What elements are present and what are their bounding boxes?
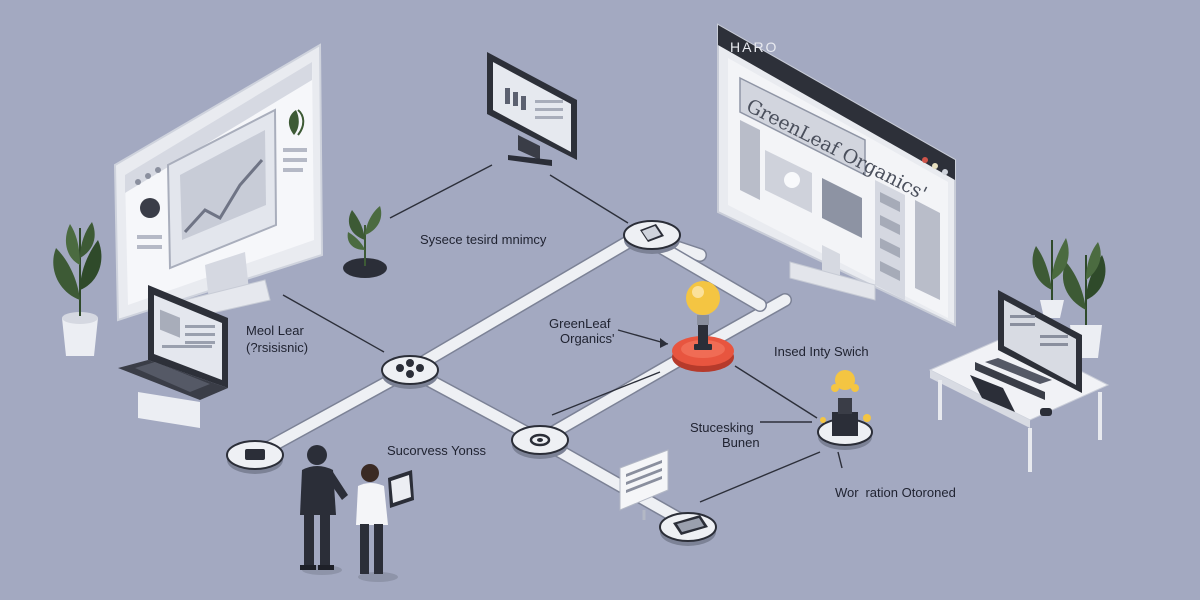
label-right-top: Insed Inty Swich [774, 344, 869, 359]
network-node-hub [381, 355, 439, 389]
globe-icon [140, 198, 160, 218]
label-mid-right-bottom: Bunen [722, 435, 760, 450]
target-icon [529, 433, 551, 447]
diagram-labels: Sysece tesird mnimcy Meol Lear (?rsisisn… [246, 232, 956, 500]
label-center-top: GreenLeaf [549, 316, 611, 331]
plant-icon-left [53, 222, 102, 356]
laptop-left [118, 285, 228, 428]
label-mid-right-top: Stucesking [690, 420, 754, 435]
line-chart-icon [183, 159, 264, 234]
document-card [619, 449, 669, 520]
person-icon-man [300, 445, 348, 575]
window-dots-icon [135, 167, 161, 185]
network-node-bottom [511, 425, 569, 459]
lightbulb-node [672, 281, 734, 372]
desktop-monitor-top [487, 52, 577, 166]
trophy-icon [820, 370, 871, 436]
window-title: HARO [730, 39, 778, 55]
leaf-icon [288, 109, 305, 136]
mouse-icon [1040, 408, 1052, 416]
keyboard-icon [985, 358, 1052, 384]
lightbulb-icon [686, 281, 720, 350]
label-left-top: Meol Lear [246, 323, 304, 338]
document-icon [640, 224, 664, 242]
desktop-monitor-right: HARO GreenLeaf Organics' [717, 23, 956, 327]
monitor-icon [998, 290, 1082, 393]
people-group-icon [396, 359, 424, 378]
bar-chart-icon [505, 88, 526, 110]
network-node-bottom-right [659, 512, 717, 546]
label-bottom-center: Sucorvess Yonss [387, 443, 487, 458]
connector-lines [282, 164, 843, 503]
desk-workstation-right [928, 290, 1110, 472]
network-node-left [226, 440, 284, 474]
tablet-icon [388, 470, 414, 508]
network-node-top [623, 220, 681, 254]
label-left-bottom: (?rsisisnic) [246, 340, 308, 355]
desktop-monitor-left [113, 43, 324, 322]
label-top-center: Sysece tesird mnimcy [420, 232, 547, 247]
image-placeholder-icon [784, 172, 800, 188]
laptop-icon-right [970, 362, 1045, 412]
window-controls-icon [922, 157, 948, 175]
person-icon-woman [356, 464, 414, 582]
label-center-bottom: Organics' [560, 331, 615, 346]
plant-icon-center [343, 206, 387, 278]
label-bottom-right: Wor ​ ration Otoroned [835, 485, 956, 500]
switch-node [817, 370, 873, 450]
